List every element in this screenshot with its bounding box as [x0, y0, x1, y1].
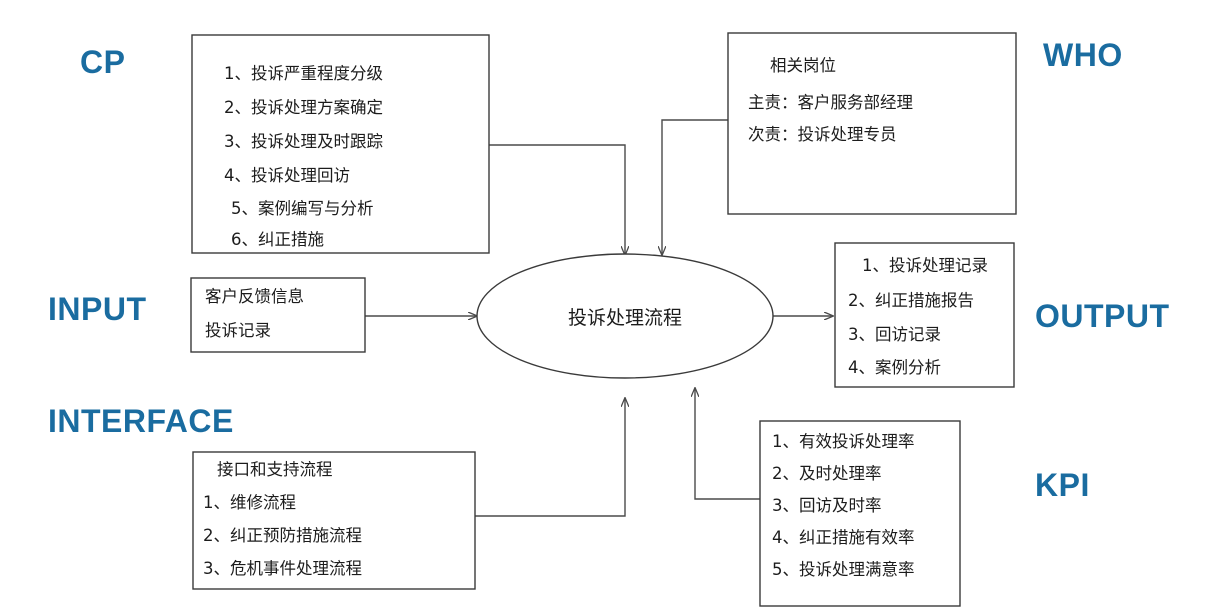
- who-line-2: 主责：客户服务部经理: [748, 93, 913, 112]
- label-output: OUTPUT: [1035, 298, 1170, 334]
- output-line-3: 3、回访记录: [848, 325, 941, 344]
- label-cp: CP: [80, 44, 125, 80]
- interface-line-1: 接口和支持流程: [217, 460, 333, 479]
- label-input: INPUT: [48, 291, 147, 327]
- cp-line-6: 6、纠正措施: [231, 230, 324, 249]
- interface-line-4: 3、危机事件处理流程: [203, 559, 362, 578]
- input-line-1: 客户反馈信息: [205, 287, 304, 306]
- kpi-line-1: 1、有效投诉处理率: [772, 432, 915, 451]
- interface-line-2: 1、维修流程: [203, 493, 296, 512]
- output-line-4: 4、案例分析: [848, 358, 941, 377]
- interface-line-3: 2、纠正预防措施流程: [203, 526, 362, 545]
- connector-kpi-to-process: [695, 388, 760, 500]
- cp-line-1: 1、投诉严重程度分级: [224, 64, 383, 83]
- input-box[interactable]: [190, 277, 366, 353]
- label-kpi: KPI: [1035, 467, 1090, 503]
- label-who: WHO: [1043, 37, 1123, 73]
- kpi-line-2: 2、及时处理率: [772, 464, 882, 483]
- kpi-line-4: 4、纠正措施有效率: [772, 528, 915, 547]
- who-box[interactable]: [727, 32, 1017, 215]
- kpi-line-5: 5、投诉处理满意率: [772, 560, 915, 579]
- cp-line-5: 5、案例编写与分析: [231, 199, 374, 218]
- cp-box[interactable]: [191, 34, 490, 254]
- cp-line-4: 4、投诉处理回访: [224, 166, 350, 185]
- connector-cp-to-process: [489, 144, 625, 255]
- output-box[interactable]: [834, 242, 1015, 388]
- output-line-2: 2、纠正措施报告: [848, 291, 974, 310]
- connector-who-to-process: [662, 119, 728, 255]
- label-interface: INTERFACE: [48, 403, 234, 439]
- cp-line-2: 2、投诉处理方案确定: [224, 98, 383, 117]
- output-line-1: 1、投诉处理记录: [862, 256, 988, 275]
- kpi-line-3: 3、回访及时率: [772, 496, 882, 515]
- process-ellipse-label: 投诉处理流程: [568, 307, 682, 329]
- who-line-3: 次责：投诉处理专员: [748, 125, 897, 144]
- process-ellipse[interactable]: [476, 253, 774, 379]
- cp-line-3: 3、投诉处理及时跟踪: [224, 132, 383, 151]
- interface-box[interactable]: [192, 451, 476, 590]
- input-line-2: 投诉记录: [205, 321, 271, 340]
- connector-interface-to-process: [475, 398, 625, 517]
- who-line-1: 相关岗位: [770, 56, 836, 75]
- kpi-box[interactable]: [759, 420, 961, 607]
